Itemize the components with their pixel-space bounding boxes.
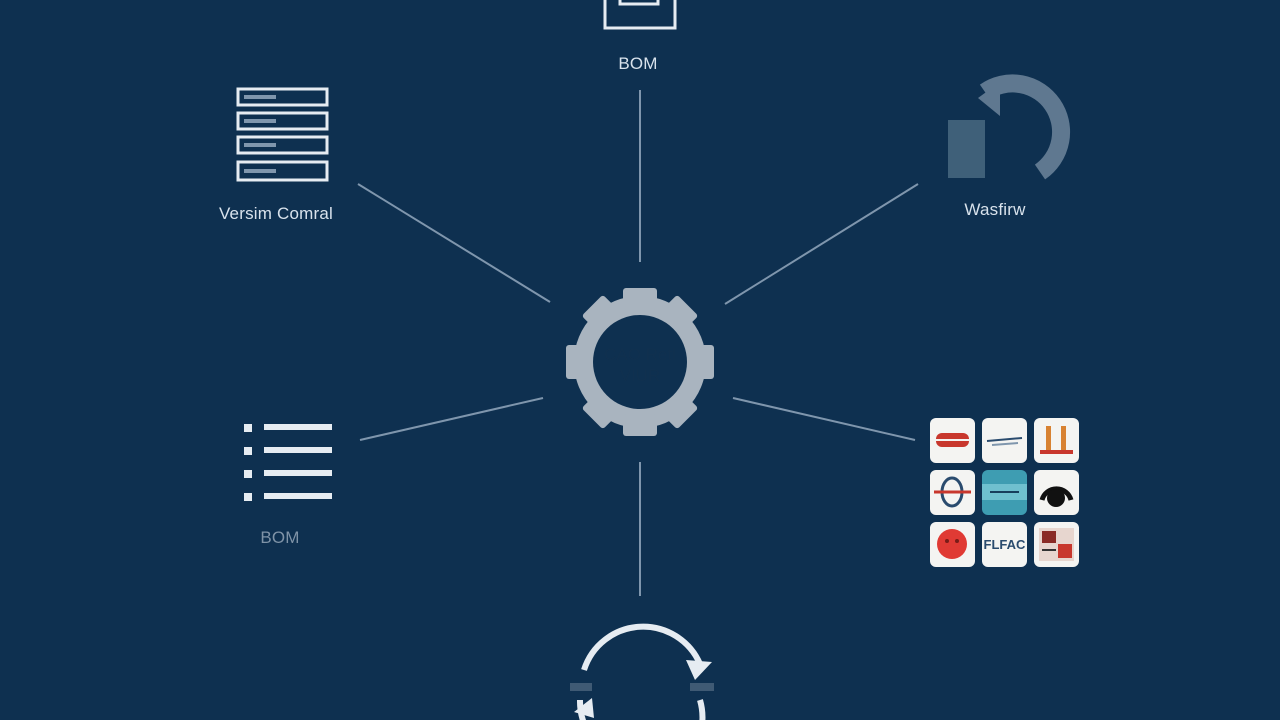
orange-bars-tile — [1034, 418, 1079, 463]
hub-label: CAO Retl VIUR — [585, 344, 695, 386]
text-tile: FLFAC — [982, 522, 1027, 567]
refresh-arrow-icon — [948, 74, 1071, 180]
collage-tile — [1034, 522, 1079, 567]
gear-icon — [566, 288, 714, 436]
node-label-top: BOM — [618, 54, 658, 73]
connector-top-right — [724, 183, 919, 305]
cycle-arrows-icon — [570, 623, 714, 720]
headset-tile — [1034, 470, 1079, 515]
list-icon — [244, 424, 332, 501]
node-label-top-right: Wasfirw — [964, 200, 1026, 219]
node-label-left: BOM — [260, 528, 300, 547]
hub-label-line1: CAO Retl — [604, 345, 676, 364]
connectors — [357, 90, 919, 596]
connector-right — [732, 397, 916, 441]
connector-top-left — [357, 183, 551, 303]
teal-band-tile — [982, 470, 1027, 515]
document-icon — [603, 0, 677, 30]
red-face-tile — [930, 522, 975, 567]
red-ribbon-tile — [930, 418, 975, 463]
line-sketch-tile — [982, 418, 1027, 463]
oval-badge-tile — [930, 470, 975, 515]
hub-label-line2: VIUR — [619, 366, 661, 385]
node-label-top-left: Versim Comral — [218, 204, 334, 223]
image-grid-icon: FLFAC — [930, 418, 1088, 570]
connector-left — [359, 397, 544, 441]
stacked-bars-icon — [236, 87, 329, 182]
